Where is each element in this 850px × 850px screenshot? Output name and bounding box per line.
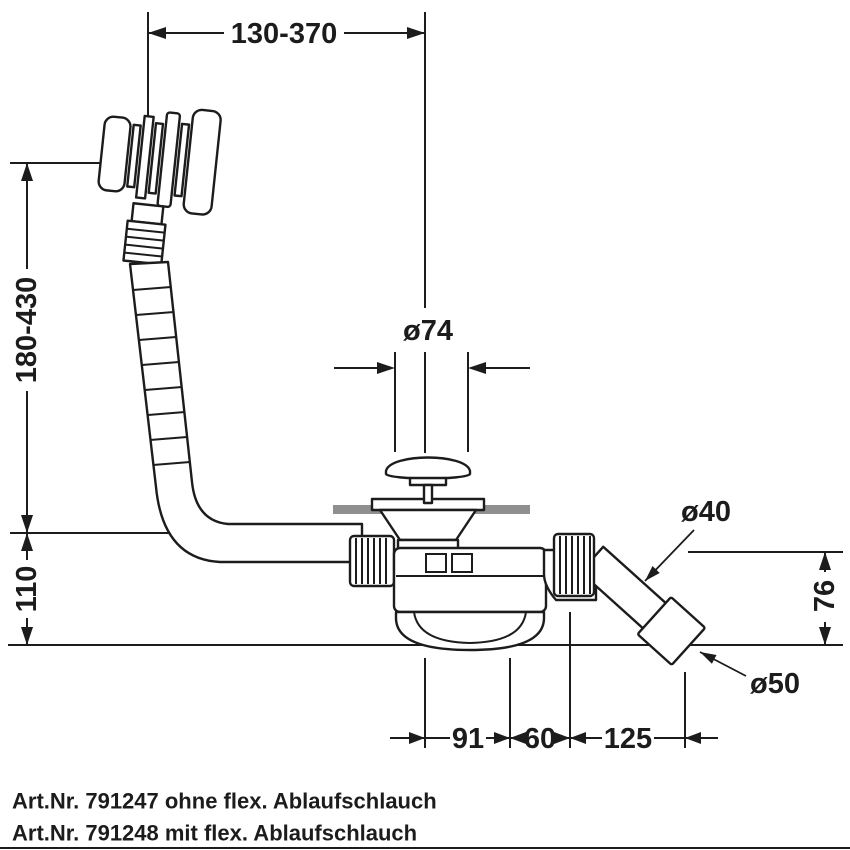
footer: Art.Nr. 791247 ohne flex. Ablaufschlauch… (0, 789, 850, 849)
trap-cup (394, 610, 546, 652)
dim-hose-height: 180-430 (11, 277, 43, 383)
dim-plug-diameter: ø74 (403, 315, 453, 347)
drain-trap-assembly (348, 456, 548, 652)
dim-hose-length: 130-370 (231, 18, 337, 50)
dim-outlet-height: 76 (809, 580, 841, 612)
dim-dist-c: 125 (604, 723, 652, 755)
flexible-drain-hose (128, 260, 364, 564)
dim-dist-a: 91 (452, 723, 484, 755)
outlet-pipe-assembly (542, 532, 706, 666)
dimension-labels: 130-370 180-430 110 ø74 ø40 76 ø50 91 60… (11, 18, 841, 755)
dim-sleeve-diameter: ø50 (750, 668, 800, 700)
overflow-rosette-assembly (97, 108, 222, 266)
dim-dist-b: 60 (524, 723, 556, 755)
footer-art-nr-1: Art.Nr. 791247 ohne flex. Ablaufschlauch (12, 789, 437, 814)
outlet-union-nut (552, 532, 596, 598)
dim-outlet-diameter: ø40 (681, 496, 731, 528)
trap-body (392, 546, 548, 614)
footer-art-nr-2: Art.Nr. 791248 mit flex. Ablaufschlauch (12, 821, 417, 846)
hose-union-nut (348, 534, 396, 588)
strainer-funnel (378, 508, 478, 542)
dim-trap-height: 110 (11, 566, 43, 613)
pop-up-plug (384, 456, 472, 505)
